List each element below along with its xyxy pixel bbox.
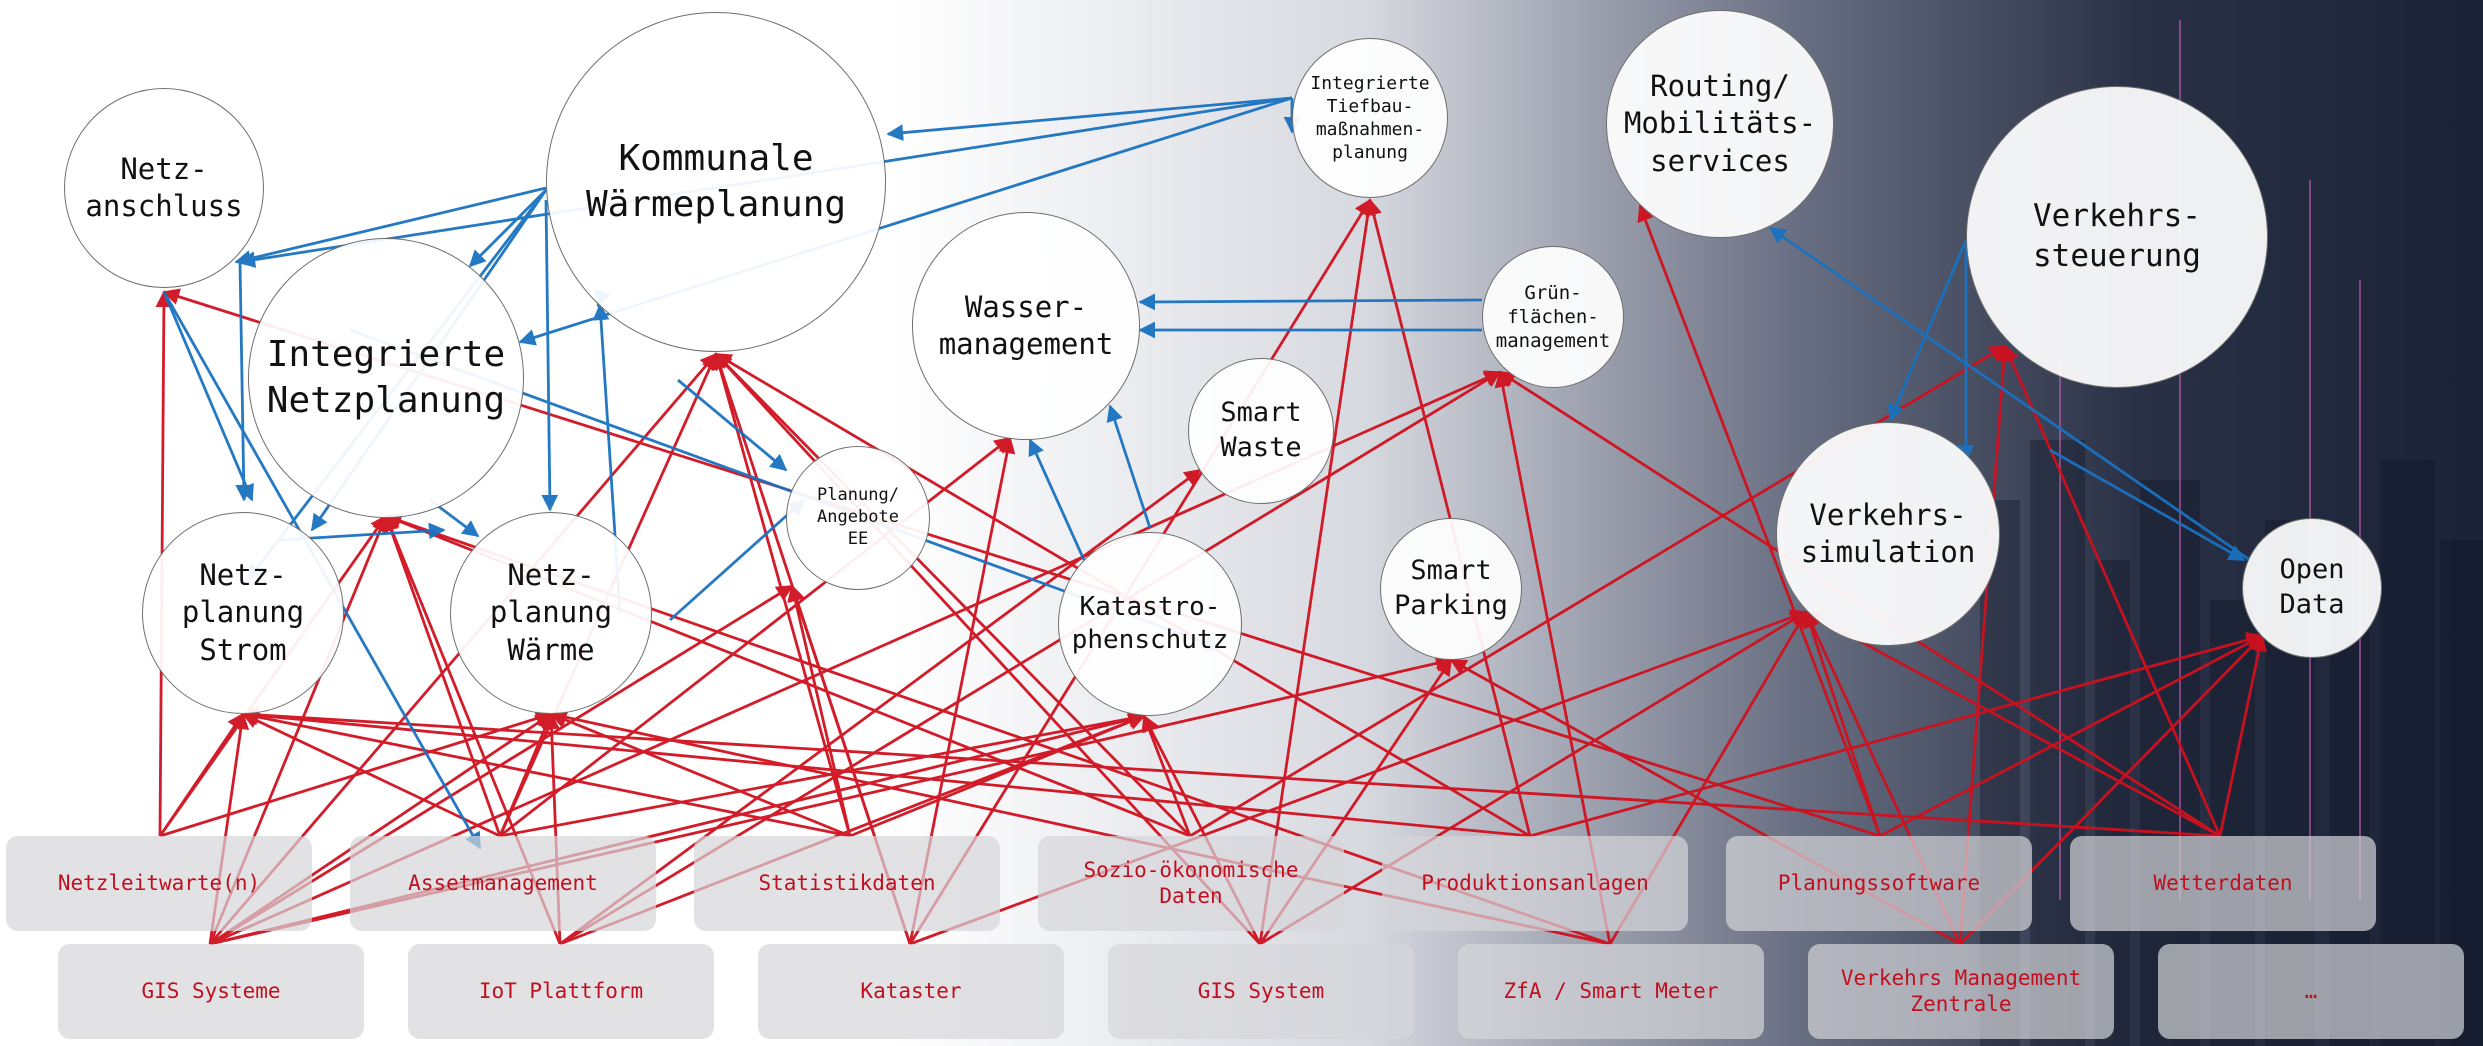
application-arrow	[886, 96, 1293, 142]
application-arrow	[234, 186, 547, 267]
node-netzplanung-waerme-label: Netz- planung Wärme	[489, 558, 613, 667]
application-arrow	[2049, 448, 2246, 562]
data-flow-arrow	[499, 710, 1146, 838]
source-wetterdaten-label: Wetterdaten	[2153, 870, 2293, 895]
data-flow-arrow	[1141, 714, 1192, 837]
data-flow-arrow	[241, 712, 501, 838]
data-flow-arrow	[2003, 344, 2222, 837]
application-arrow	[1768, 226, 2251, 562]
node-open-data-label: Open Data	[2279, 554, 2345, 620]
source-zfa-smart-meter: ZfA / Smart Meter	[1458, 944, 1764, 1039]
application-arrow	[677, 378, 788, 472]
data-flow-arrow	[2218, 634, 2268, 837]
source-netzleitwarten: Netzleitwarte(n)	[6, 836, 312, 931]
application-arrow	[1028, 438, 1086, 561]
node-routing-mobilitaetsservices: Routing/ Mobilitäts- services	[1606, 10, 1834, 238]
source-ellipsis-label: …	[2304, 978, 2318, 1003]
node-integrierte-tiefbau-label: Integrierte Tiefbau- maßnahmen- planung	[1310, 72, 1430, 164]
source-gis-systeme-label: GIS Systeme	[141, 978, 281, 1003]
data-flow-arrow	[714, 352, 1191, 837]
node-verkehrssteuerung: Verkehrs- steuerung	[1966, 86, 2268, 388]
source-wetterdaten: Wetterdaten	[2070, 836, 2376, 931]
data-flow-arrow	[241, 706, 2221, 838]
application-arrow	[541, 199, 559, 512]
node-gruenflaechenmanagement: Grün- flächen- management	[1482, 246, 1624, 388]
source-produktionsanlagen: Produktionsanlagen	[1382, 836, 1688, 931]
node-planung-angebote-ee: Planung/ Angebote EE	[786, 446, 930, 590]
data-flow-arrow	[549, 711, 851, 838]
node-integrierte-netzplanung-label: Integrierte Netzplanung	[266, 333, 506, 421]
data-flow-arrows	[155, 198, 2268, 946]
application-arrow	[468, 189, 547, 268]
source-ellipsis: …	[2158, 944, 2464, 1039]
node-netzplanung-waerme: Netz- planung Wärme	[450, 512, 652, 714]
source-gis-systeme: GIS Systeme	[58, 944, 364, 1039]
node-netzplanung-strom-label: Netz- planung Strom	[181, 558, 305, 667]
data-flow-arrow	[559, 468, 1202, 946]
source-sozio-label: Sozio-ökonomische Daten	[1083, 858, 1299, 908]
data-flow-arrow	[1879, 634, 2264, 838]
source-iot-plattform-label: IoT Plattform	[478, 978, 644, 1003]
source-gis-system: GIS System	[1108, 944, 1414, 1039]
node-netzanschluss: Netz- anschluss	[64, 88, 264, 288]
data-flow-arrow	[241, 707, 1531, 838]
data-flow-arrow	[241, 708, 851, 838]
source-kataster-label: Kataster	[860, 978, 962, 1003]
data-flow-arrow	[711, 352, 852, 837]
node-katastrophenschutz-label: Katastro- phenschutz	[1071, 591, 1229, 655]
node-planung-angebote-label: Planung/ Angebote EE	[817, 485, 899, 549]
application-arrow	[1138, 293, 1483, 311]
node-katastrophenschutz: Katastro- phenschutz	[1058, 532, 1242, 716]
node-integrierte-tiefbau: Integrierte Tiefbau- maßnahmen- planung	[1292, 38, 1448, 198]
source-verkehrs-management-zentrale: Verkehrs Management Zentrale	[1808, 944, 2114, 1039]
data-flow-arrow	[1258, 198, 1377, 945]
source-gis-system-label: GIS System	[1197, 978, 1325, 1003]
node-gruenflaechen-label: Grün- flächen- management	[1495, 281, 1611, 353]
node-integrierte-netzplanung: Integrierte Netzplanung	[248, 238, 524, 518]
data-flow-arrow	[787, 584, 852, 837]
application-arrow	[669, 498, 806, 622]
source-planungssoftware-label: Planungssoftware	[1777, 870, 1981, 895]
data-flow-arrow	[1529, 631, 2264, 838]
node-smart-waste: Smart Waste	[1188, 358, 1334, 504]
data-flow-arrow	[1637, 204, 1882, 837]
data-flow-arrow	[383, 514, 502, 837]
application-arrow	[235, 261, 253, 502]
application-arrow	[1888, 239, 1968, 422]
source-iot-plattform: IoT Plattform	[408, 944, 714, 1039]
source-verkehrs-management-label: Verkehrs Management Zentrale	[1840, 966, 2082, 1016]
source-zfa-label: ZfA / Smart Meter	[1503, 978, 1719, 1003]
node-verkehrssimulation: Verkehrs- simulation	[1776, 422, 2000, 646]
node-kommunale-waermeplanung-label: Kommunale Wärmeplanung	[585, 137, 847, 225]
node-smart-parking-label: Smart Parking	[1394, 555, 1508, 621]
source-netzleitwarten-label: Netzleitwarte(n)	[57, 870, 261, 895]
source-statistikdaten-label: Statistikdaten	[758, 870, 936, 895]
source-statistikdaten: Statistikdaten	[694, 836, 1000, 931]
node-wassermanagement-label: Wasser- management	[938, 289, 1114, 361]
source-assetmanagement-label: Assetmanagement	[408, 870, 598, 895]
node-smart-waste-label: Smart Waste	[1220, 397, 1302, 463]
node-verkehrssteuerung-label: Verkehrs- steuerung	[2033, 198, 2201, 274]
node-routing-label: Routing/ Mobilitäts- services	[1623, 69, 1817, 178]
node-netzplanung-strom: Netz- planung Strom	[142, 512, 344, 714]
data-flow-arrow	[559, 713, 1146, 946]
node-open-data: Open Data	[2242, 518, 2382, 658]
source-kataster: Kataster	[758, 944, 1064, 1039]
node-netzanschluss-label: Netz- anschluss	[85, 151, 243, 223]
data-flow-arrow	[1802, 610, 1882, 837]
source-planungssoftware: Planungssoftware	[1726, 836, 2032, 931]
data-flow-arrow	[1804, 610, 2221, 838]
source-produktionsanlagen-label: Produktionsanlagen	[1421, 870, 1649, 895]
application-arrow	[1106, 404, 1152, 529]
node-smart-parking: Smart Parking	[1380, 518, 1522, 660]
application-arrow	[162, 291, 254, 502]
node-wassermanagement: Wasser- management	[912, 212, 1140, 440]
source-assetmanagement: Assetmanagement	[350, 836, 656, 931]
node-kommunale-waermeplanung: Kommunale Wärmeplanung	[546, 12, 886, 352]
data-flow-arrow	[849, 713, 1146, 838]
source-sozio-oekonomische-daten: Sozio-ökonomische Daten	[1038, 836, 1344, 931]
node-verkehrssimulation-label: Verkehrs- simulation	[1800, 497, 1976, 569]
